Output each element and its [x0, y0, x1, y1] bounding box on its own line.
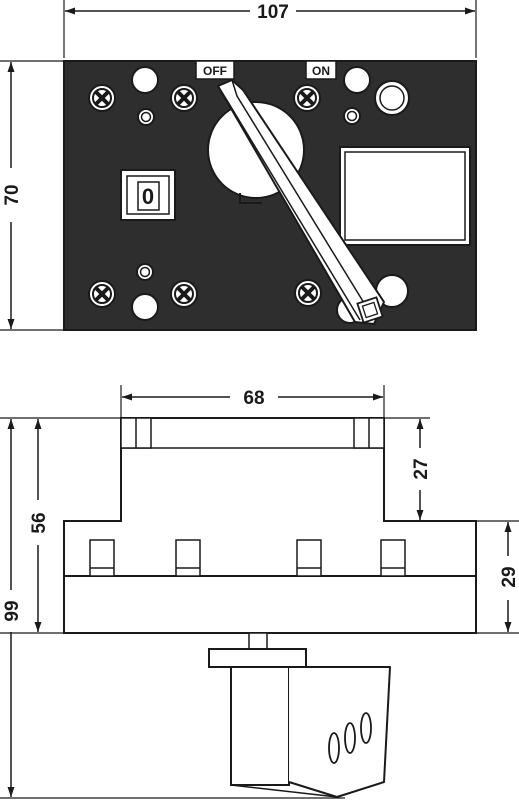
top-width-dim-label: 68 [243, 388, 264, 409]
upper-height-dimension: 27 [411, 419, 432, 520]
on-label-box: ON [305, 60, 337, 80]
off-label-box: OFF [195, 60, 235, 80]
small-hole-icon [343, 107, 361, 125]
top-view: 107 70 OFF ON [0, 0, 477, 331]
height-dim-label: 70 [2, 184, 23, 205]
overall-height-dim-label: 99 [2, 600, 23, 621]
handle-side-icon [208, 632, 391, 798]
overall-height-dimension: 99 [2, 419, 23, 797]
width-dimension: 107 [63, 0, 477, 58]
top-tab [120, 417, 152, 449]
body-height-dimension: 56 [29, 419, 50, 632]
terminal-block [175, 539, 201, 577]
body-height-dim-label: 56 [29, 512, 50, 533]
terminal-block [380, 539, 406, 577]
terminal-block [296, 539, 322, 577]
screw-head-icon [87, 83, 117, 113]
screw-head-icon [169, 279, 199, 309]
label-window [339, 146, 471, 246]
position-value: 0 [142, 184, 154, 209]
screw-head-icon [293, 278, 323, 308]
position-window: 0 [120, 169, 176, 221]
screw-head-icon [292, 83, 322, 113]
terminal-block [89, 539, 115, 577]
mounting-hole-icon [131, 293, 159, 321]
base-height-dimension: 29 [499, 522, 519, 632]
width-dim-label: 107 [257, 2, 289, 23]
upper-height-dim-label: 27 [411, 458, 432, 479]
height-dimension: 70 [0, 60, 64, 331]
off-label: OFF [203, 64, 227, 78]
mounting-hole-icon [131, 66, 159, 94]
small-hole-icon [136, 263, 154, 281]
mounting-hole-icon [343, 66, 371, 94]
top-width-dimension: 68 [120, 385, 385, 420]
top-tab [353, 417, 385, 449]
side-view: 68 99 56 27 29 [0, 385, 519, 799]
on-label: ON [312, 64, 330, 78]
rotary-handle-icon [207, 79, 385, 325]
base-height-dim-label: 29 [499, 566, 519, 587]
screw-head-icon [169, 83, 199, 113]
mounting-hole-icon [374, 80, 410, 116]
screw-head-icon [87, 279, 117, 309]
small-hole-icon [137, 108, 155, 126]
switch-body-outline [63, 417, 477, 634]
